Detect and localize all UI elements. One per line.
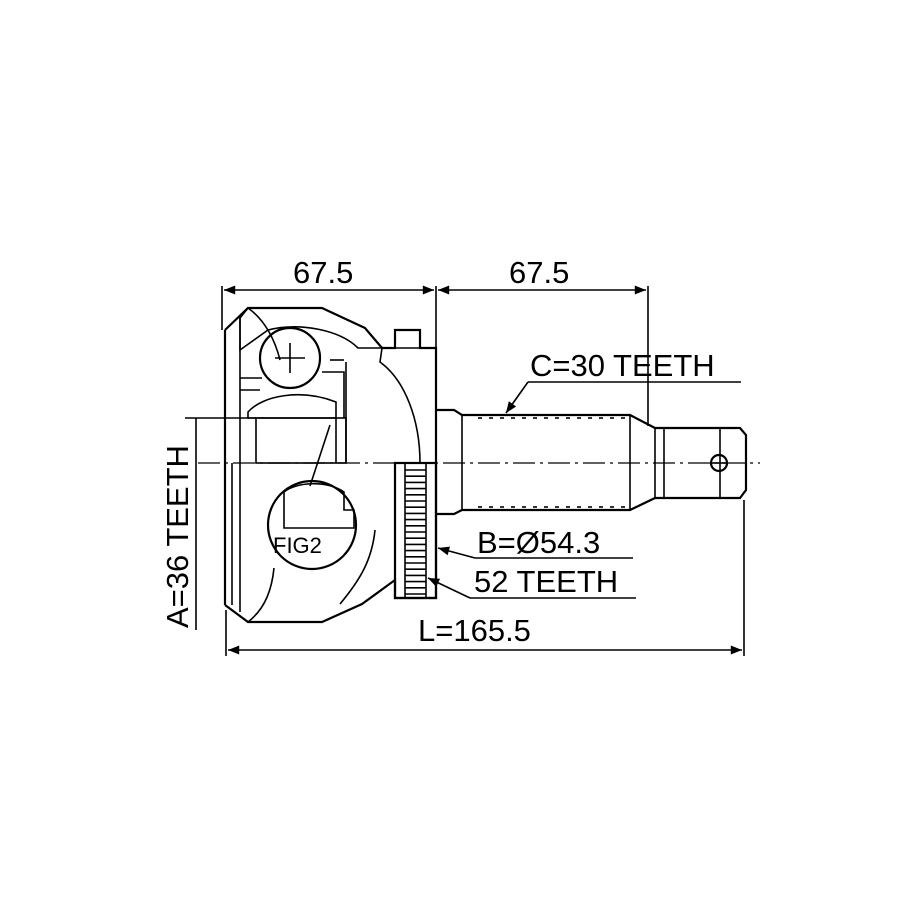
fig2-callout: FIG2 bbox=[266, 479, 358, 571]
dim-top-left: 67.5 bbox=[221, 255, 437, 348]
label-c-spline: C=30 TEETH bbox=[505, 348, 741, 414]
label-abs-teeth: 52 TEETH bbox=[427, 564, 636, 599]
svg-text:A=36 TEETH: A=36 TEETH bbox=[160, 445, 195, 628]
shaft-spline-marks bbox=[478, 417, 625, 508]
svg-text:C=30 TEETH: C=30 TEETH bbox=[530, 348, 715, 383]
abs-ring-teeth bbox=[405, 469, 426, 595]
svg-text:67.5: 67.5 bbox=[509, 255, 569, 290]
dim-overall-length: L=165.5 bbox=[225, 500, 745, 656]
label-b-diameter: B=Ø54.3 bbox=[437, 525, 633, 560]
stub-shaft bbox=[436, 408, 748, 516]
svg-text:67.5: 67.5 bbox=[293, 255, 353, 290]
outer-housing bbox=[223, 306, 438, 624]
svg-text:L=165.5: L=165.5 bbox=[418, 613, 531, 648]
abs-ring bbox=[393, 461, 438, 600]
svg-text:B=Ø54.3: B=Ø54.3 bbox=[477, 525, 600, 560]
svg-text:52 TEETH: 52 TEETH bbox=[474, 564, 618, 599]
fig2-label: FIG2 bbox=[273, 533, 322, 558]
ball-cage bbox=[185, 326, 347, 487]
dim-top-right: 67.5 bbox=[438, 255, 649, 426]
label-a-spline: A=36 TEETH bbox=[160, 418, 197, 630]
